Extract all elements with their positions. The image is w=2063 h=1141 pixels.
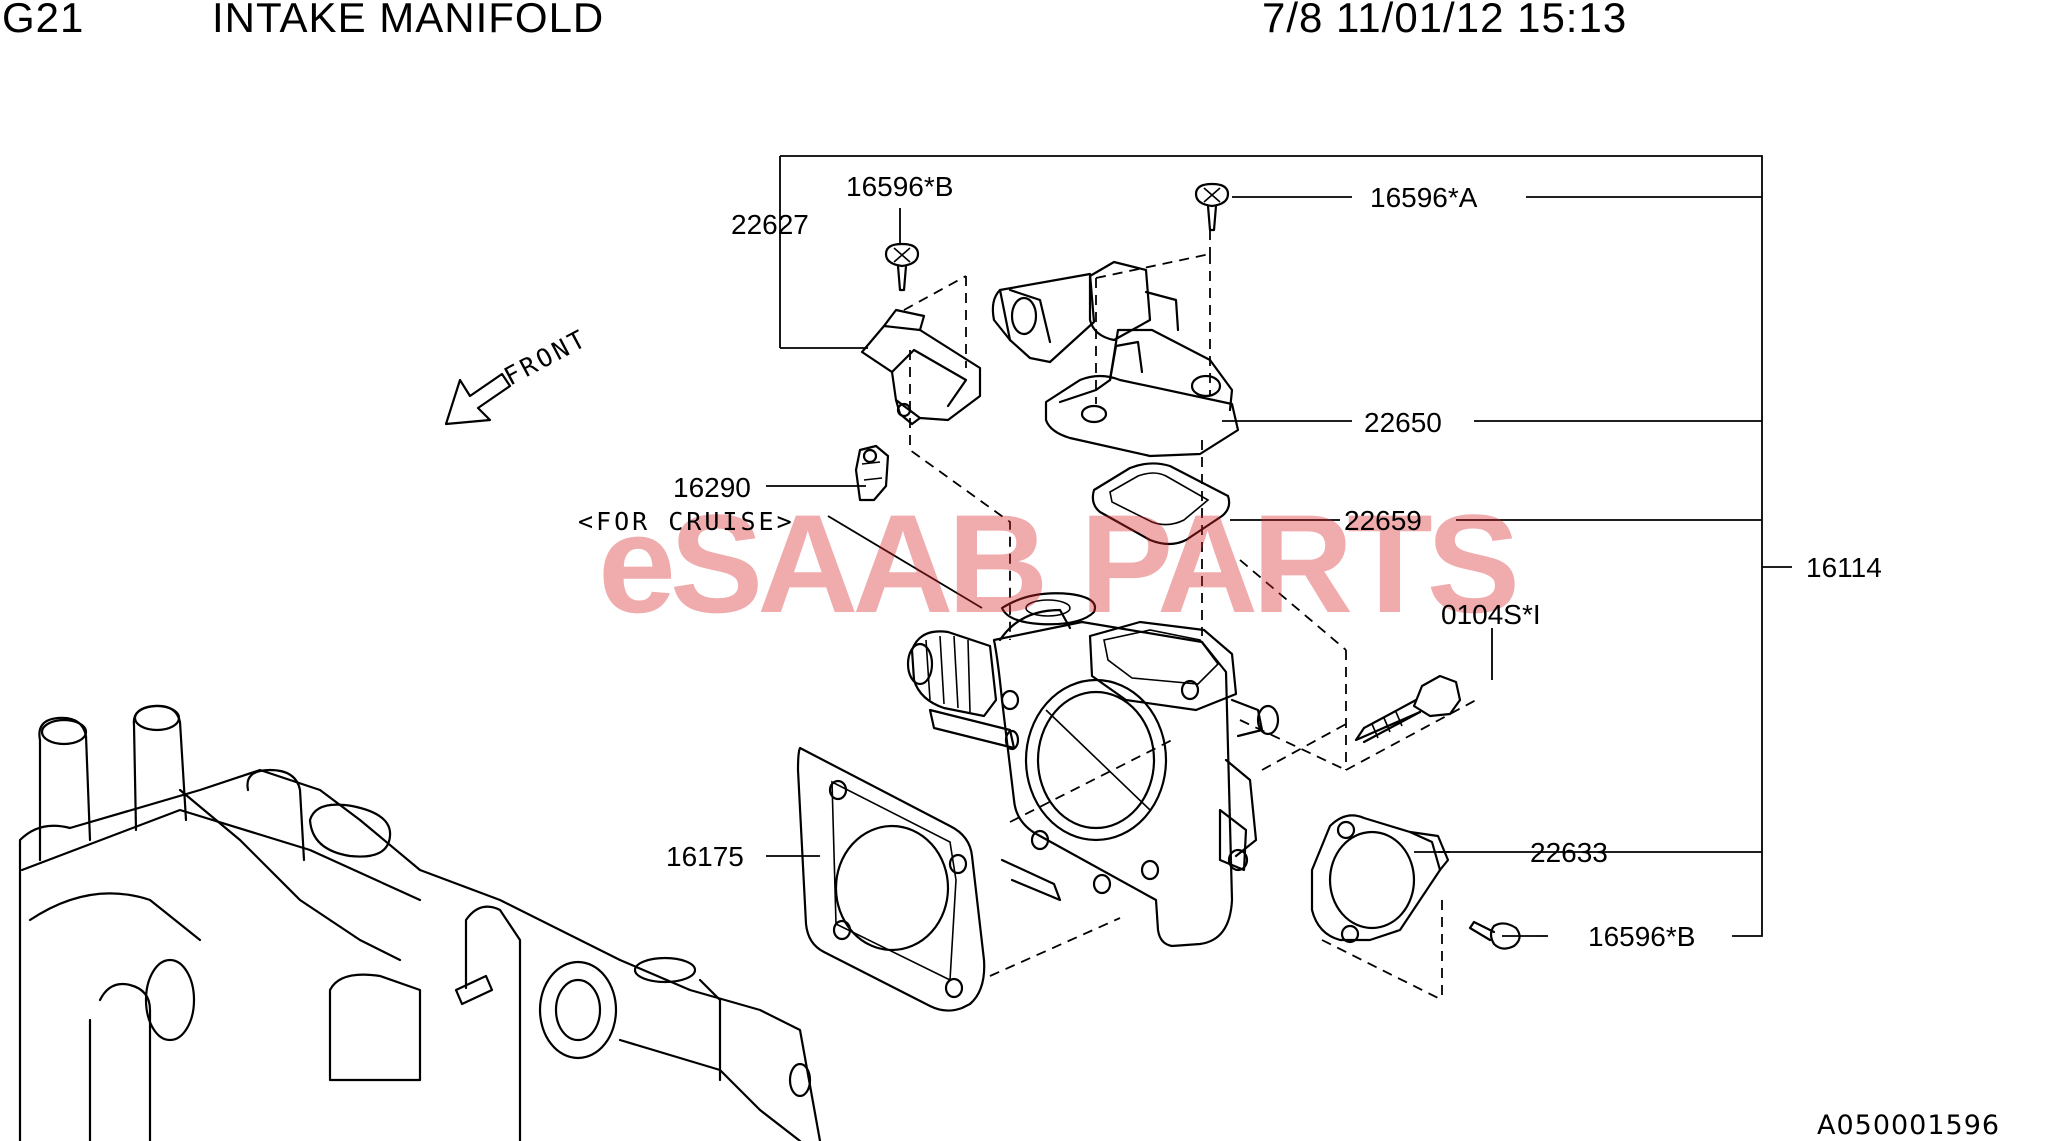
front-label: FRONT: [499, 323, 592, 391]
assembly-bracket: [779, 155, 1792, 937]
callout-16175: 16175: [666, 841, 744, 872]
callout-22633: 22633: [1530, 837, 1608, 868]
solenoid-valve-22650: [991, 260, 1240, 458]
watermark-prefix: eSAAB: [598, 485, 1043, 642]
print-stamp: 7/8 11/01/12 15:13: [1262, 0, 1627, 41]
callout-16596b-top: 16596*B: [846, 171, 953, 202]
callout-0104s: 0104S*I: [1441, 599, 1541, 630]
watermark-suffix: PARTS: [1080, 485, 1515, 642]
callout-16114: 16114: [1806, 552, 1882, 583]
intake-manifold: [18, 704, 822, 1141]
diagram-code: G21: [2, 0, 84, 41]
front-arrow: FRONT: [444, 323, 593, 426]
callout-22627: 22627: [731, 209, 809, 240]
throttle-body: [906, 592, 1280, 948]
bolt-0104s: [1354, 674, 1462, 744]
cruise-note: <FOR CRUISE>: [578, 507, 795, 536]
callout-16596b-bottom: 16596*B: [1588, 921, 1695, 952]
screw-16596b-top: [884, 242, 920, 292]
sensor-22633: [1310, 814, 1450, 944]
gasket-16175: [796, 746, 986, 1012]
sensor-22627: [860, 308, 982, 426]
watermark: eSAAB PARTS: [598, 485, 1521, 642]
screw-16596a: [1194, 182, 1230, 232]
leader-lines: [766, 196, 1548, 937]
alignment-lines: [903, 230, 1477, 1001]
gasket-22659: [1091, 462, 1231, 546]
callout-22650: 22650: [1364, 407, 1442, 438]
callout-22659: 22659: [1344, 505, 1422, 536]
screw-16596b-bottom: [1468, 920, 1521, 950]
diagram-reference: A050001596: [1817, 1110, 2000, 1141]
callout-16596a: 16596*A: [1370, 182, 1478, 213]
callout-16290: 16290: [673, 472, 751, 503]
diagram-title: INTAKE MANIFOLD: [212, 0, 604, 41]
clip-16290: [854, 444, 890, 502]
